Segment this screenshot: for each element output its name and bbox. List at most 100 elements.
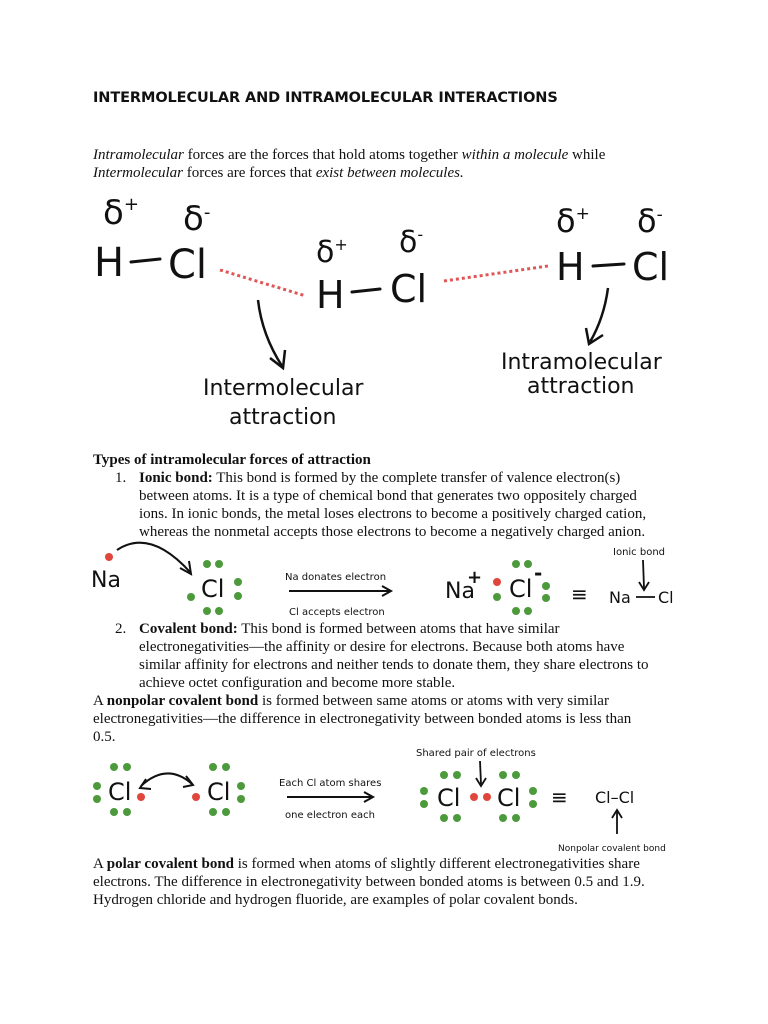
intro-text: forces are the forces that hold atoms to… xyxy=(183,147,462,163)
equivalent-symbol: ≡ xyxy=(571,582,588,606)
intramolecular-label-line1: Intramolecular xyxy=(501,350,663,375)
chlorine-atom-right: Cl xyxy=(207,778,230,806)
list-item-text: This bond is formed between atoms that h… xyxy=(237,621,560,637)
chlorine-valence-electrons xyxy=(187,560,242,615)
chlorine-atom: Cl xyxy=(632,245,669,289)
label-pointer-arrow xyxy=(642,559,645,589)
left-chlorine-electrons xyxy=(93,763,131,816)
list-item-ionic-bond: Ionic bond: This bond is formed by the c… xyxy=(139,469,699,541)
intramolecular-label-line2: attraction xyxy=(527,374,635,399)
chlorine-atom-left: Cl xyxy=(108,778,131,806)
intro-emphasis: within a molecule xyxy=(461,147,569,163)
equivalent-symbol: ≡ xyxy=(551,785,568,809)
label-pointer-arrow xyxy=(479,760,482,785)
nonpolar-paragraph: A nonpolar covalent bond is formed betwe… xyxy=(93,692,673,746)
electron-transfer-arrow xyxy=(116,541,191,573)
arrow-head xyxy=(363,791,376,803)
paragraph-line: Hydrogen chloride and hydrogen fluoride,… xyxy=(93,892,578,908)
accepts-label: Cl accepts electron xyxy=(289,607,385,618)
intro-line-2: Intermolecular forces are forces that ex… xyxy=(93,164,733,182)
ionic-bond-term: Ionic bond: xyxy=(139,470,213,486)
arrow-head xyxy=(138,778,152,790)
intro-text: while xyxy=(568,147,606,163)
intro-paragraph: Intramolecular forces are the forces tha… xyxy=(93,146,733,182)
bonded-left-electrons xyxy=(420,771,461,822)
donates-label: Na donates electron xyxy=(285,572,386,583)
intermolecular-label-line1: Intermolecular xyxy=(203,376,364,401)
list-number-1: 1. xyxy=(115,470,127,486)
electron-red xyxy=(105,553,113,561)
arrow-to-intramolecular-label xyxy=(588,287,610,343)
polar-term: polar covalent bond xyxy=(106,856,235,872)
arrow-head xyxy=(182,775,195,788)
shared-electron xyxy=(470,793,478,801)
list-item-line: electronegativities—the affinity or desi… xyxy=(139,639,625,655)
paragraph-text: is formed when atoms of slightly differe… xyxy=(234,856,640,872)
list-item-covalent-bond: Covalent bond: This bond is formed betwe… xyxy=(139,620,699,692)
paragraph-line: A nonpolar covalent bond is formed betwe… xyxy=(93,692,673,710)
paragraph-line: electrons. The difference in electronega… xyxy=(93,874,645,890)
delta-plus-symbol: δ+ xyxy=(556,202,590,240)
shared-pair-label: Shared pair of electrons xyxy=(416,748,536,759)
intro-term-intermolecular: Intermolecular xyxy=(93,165,183,181)
shared-electron xyxy=(483,793,491,801)
hydrogen-atom: H xyxy=(556,245,585,289)
paragraph-text: is formed between same atoms or atoms wi… xyxy=(258,693,609,709)
covalent-bond-term: Covalent bond: xyxy=(139,621,238,637)
covalent-bond-line xyxy=(591,262,626,268)
electron-red xyxy=(493,578,501,586)
paragraph-text: A xyxy=(93,856,107,872)
bonded-right-electrons xyxy=(499,771,537,822)
chlorine-atom: Cl xyxy=(168,242,207,288)
chlorine-atom: Cl xyxy=(201,575,224,603)
page-title: INTERMOLECULAR AND INTRAMOLECULAR INTERA… xyxy=(93,90,558,106)
arrow-head xyxy=(269,349,287,371)
arrow-head xyxy=(381,585,394,597)
list-item-line: whereas the nonmetal accepts those elect… xyxy=(139,524,646,540)
positive-charge: + xyxy=(467,567,482,588)
paragraph-line: 0.5. xyxy=(93,729,116,745)
types-heading: Types of intramolecular forces of attrac… xyxy=(93,452,371,468)
right-chlorine-electrons xyxy=(209,763,245,816)
electron-red xyxy=(192,793,200,801)
chloride-valence-electrons xyxy=(493,560,550,615)
list-item-line: Ionic bond: This bond is formed by the c… xyxy=(139,469,699,487)
hcl-molecule-middle: δ+ δ- H Cl xyxy=(316,225,427,317)
chloride-anion: Cl xyxy=(509,575,532,603)
ionic-bond-label: Ionic bond xyxy=(613,547,665,558)
intro-emphasis: exist between molecules. xyxy=(315,165,464,181)
shares-label-line1: Each Cl atom shares xyxy=(279,778,381,789)
sodium-atom: Na xyxy=(91,568,121,593)
list-item-line: ions. In ionic bonds, the metal loses el… xyxy=(139,506,647,522)
arrow-head xyxy=(179,560,193,576)
arrow-head xyxy=(638,581,650,592)
covalent-bond-line xyxy=(350,287,382,294)
covalent-bond-line xyxy=(129,257,162,264)
intro-line-1: Intramolecular forces are the forces tha… xyxy=(93,146,733,164)
sharing-arrow xyxy=(140,772,193,787)
paragraph-line: electronegativities—the difference in el… xyxy=(93,711,632,727)
hcl-molecule-right: δ+ δ- H Cl xyxy=(556,202,669,289)
negative-charge: - xyxy=(534,561,542,585)
structural-formula: Cl–Cl xyxy=(595,788,634,807)
paragraph-line: A polar covalent bond is formed when ato… xyxy=(93,855,673,873)
chlorine-label: Cl xyxy=(658,588,674,607)
intermolecular-label-line2: attraction xyxy=(229,405,337,430)
list-item-text: This bond is formed by the complete tran… xyxy=(212,470,621,486)
sodium-cation: Na xyxy=(445,579,475,604)
list-item-line: Covalent bond: This bond is formed betwe… xyxy=(139,620,699,638)
chlorine-atom: Cl xyxy=(390,267,427,311)
arrow-to-intermolecular-label xyxy=(256,299,284,367)
arrow-head xyxy=(475,777,487,788)
arrow-head xyxy=(584,327,604,347)
hydrogen-atom: H xyxy=(316,273,345,317)
paragraph-text: A xyxy=(93,693,107,709)
chlorine-atom-bonded-left: Cl xyxy=(437,784,460,812)
hcl-molecule-left: δ+ δ- H Cl xyxy=(94,193,210,288)
chlorine-atom-bonded-right: Cl xyxy=(497,784,520,812)
list-number-2: 2. xyxy=(115,621,127,637)
intro-text: forces are forces that xyxy=(182,165,316,181)
